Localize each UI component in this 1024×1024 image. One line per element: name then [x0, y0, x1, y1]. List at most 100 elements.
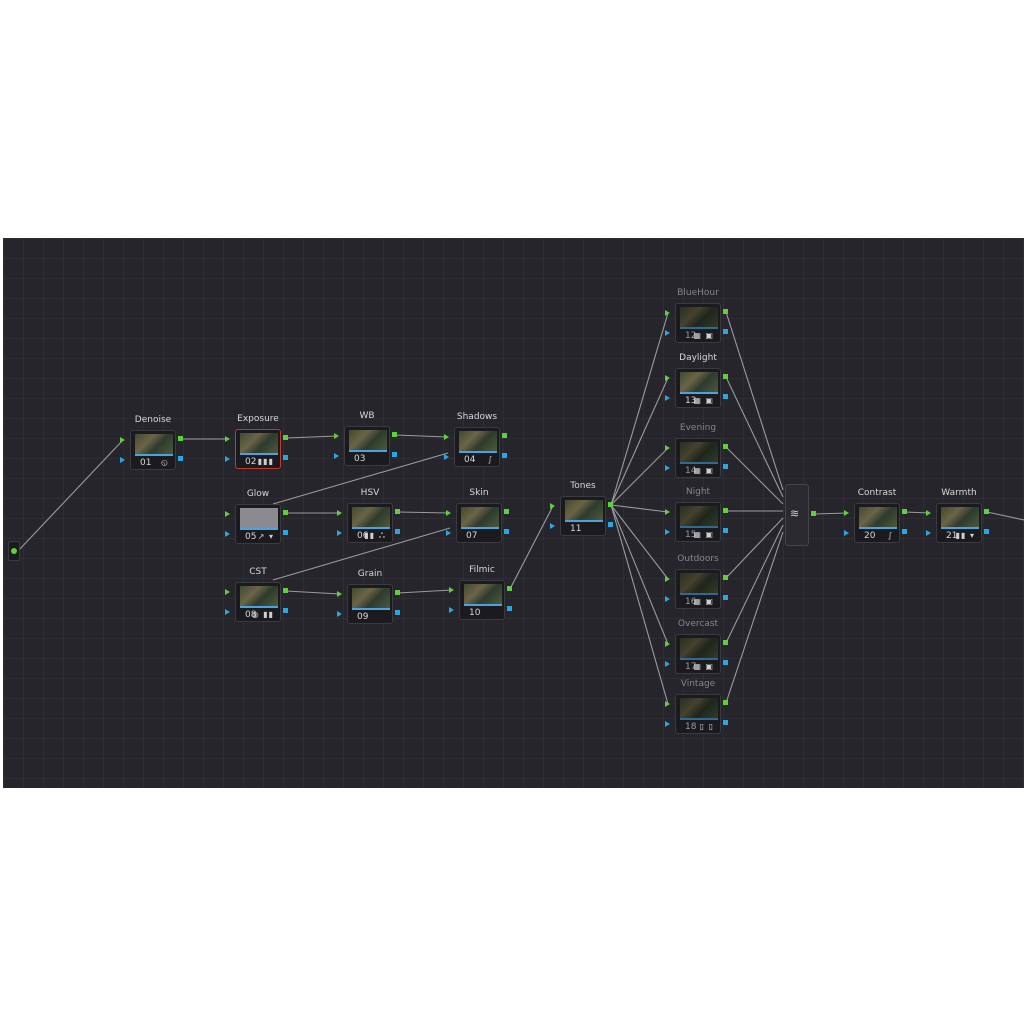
key-input-port[interactable] — [334, 453, 339, 459]
key-output-port[interactable] — [723, 394, 728, 399]
node-body[interactable]: 14▦ ▣ — [675, 438, 721, 478]
key-input-port[interactable] — [926, 530, 931, 536]
rgb-output-port[interactable] — [723, 374, 728, 379]
node-body[interactable]: 03 — [344, 426, 390, 466]
key-input-port[interactable] — [665, 330, 670, 336]
rgb-input-port[interactable] — [449, 587, 454, 593]
rgb-output-port[interactable] — [507, 586, 512, 591]
rgb-output-port[interactable] — [283, 510, 288, 515]
node-body[interactable]: 21▮▮ ▾ — [936, 503, 982, 543]
key-output-port[interactable] — [608, 522, 613, 527]
key-output-port[interactable] — [723, 528, 728, 533]
key-input-port[interactable] — [844, 530, 849, 536]
rgb-output-port[interactable] — [502, 433, 507, 438]
key-input-port[interactable] — [446, 530, 451, 536]
rgb-output-port[interactable] — [395, 509, 400, 514]
rgb-input-port[interactable] — [665, 445, 670, 451]
node-body[interactable]: 12▦ ▣ — [675, 303, 721, 343]
rgb-output-port[interactable] — [723, 575, 728, 580]
rgb-input-port[interactable] — [446, 510, 451, 516]
key-input-port[interactable] — [444, 454, 449, 460]
key-output-port[interactable] — [984, 529, 989, 534]
rgb-input-port[interactable] — [225, 589, 230, 595]
node-body[interactable]: 18▯ ▯ — [675, 694, 721, 734]
key-input-port[interactable] — [550, 523, 555, 529]
node-body[interactable]: 09 — [347, 584, 393, 624]
node-body[interactable]: 11 — [560, 496, 606, 536]
rgb-input-port[interactable] — [550, 503, 555, 509]
key-output-port[interactable] — [283, 530, 288, 535]
node-body[interactable]: 13▦ ▣ — [675, 368, 721, 408]
key-output-port[interactable] — [502, 453, 507, 458]
rgb-input-port[interactable] — [120, 437, 125, 443]
node-body[interactable]: 15▦ ▣ — [675, 502, 721, 542]
source-input-node[interactable] — [8, 541, 20, 561]
rgb-output-port[interactable] — [902, 509, 907, 514]
rgb-input-port[interactable] — [665, 576, 670, 582]
rgb-output-port[interactable] — [723, 309, 728, 314]
key-output-port[interactable] — [902, 529, 907, 534]
rgb-input-port[interactable] — [225, 436, 230, 442]
rgb-input-port[interactable] — [665, 375, 670, 381]
key-output-port[interactable] — [283, 455, 288, 460]
layer-mixer-node[interactable]: ≋ — [785, 484, 816, 546]
rgb-output-port[interactable] — [178, 436, 183, 441]
key-output-port[interactable] — [178, 456, 183, 461]
node-body[interactable]: 17▦ ▣ — [675, 634, 721, 674]
rgb-input-port[interactable] — [225, 511, 230, 517]
rgb-output-port[interactable] — [723, 700, 728, 705]
key-input-port[interactable] — [665, 395, 670, 401]
rgb-output-port[interactable] — [608, 502, 613, 507]
source-input-icon[interactable] — [11, 548, 17, 554]
key-input-port[interactable] — [337, 530, 342, 536]
key-output-port[interactable] — [504, 529, 509, 534]
rgb-output-port[interactable] — [723, 444, 728, 449]
rgb-input-port[interactable] — [444, 434, 449, 440]
node-body[interactable]: 08◍ ▮▮ — [235, 582, 281, 622]
node-body[interactable]: 07 — [456, 503, 502, 543]
node-body[interactable]: 01◵ — [130, 430, 176, 470]
rgb-input-port[interactable] — [665, 641, 670, 647]
rgb-input-port[interactable] — [337, 510, 342, 516]
key-input-port[interactable] — [665, 721, 670, 727]
key-input-port[interactable] — [337, 611, 342, 617]
key-output-port[interactable] — [283, 608, 288, 613]
node-body[interactable]: 06▮▮ ஃ — [347, 503, 393, 543]
rgb-input-port[interactable] — [926, 510, 931, 516]
rgb-output-port[interactable] — [984, 509, 989, 514]
key-output-port[interactable] — [395, 610, 400, 615]
rgb-input-port[interactable] — [665, 509, 670, 515]
key-output-port[interactable] — [723, 464, 728, 469]
rgb-output-port[interactable] — [723, 640, 728, 645]
node-body[interactable]: 20∫ — [854, 503, 900, 543]
rgb-output-port[interactable] — [283, 435, 288, 440]
rgb-output-port[interactable] — [392, 432, 397, 437]
key-output-port[interactable] — [507, 606, 512, 611]
key-input-port[interactable] — [225, 609, 230, 615]
rgb-output-port[interactable] — [283, 588, 288, 593]
key-input-port[interactable] — [665, 596, 670, 602]
rgb-input-port[interactable] — [334, 433, 339, 439]
key-input-port[interactable] — [225, 531, 230, 537]
node-body[interactable]: 02▮▮▮ — [235, 429, 281, 469]
key-output-port[interactable] — [395, 529, 400, 534]
rgb-input-port[interactable] — [844, 510, 849, 516]
